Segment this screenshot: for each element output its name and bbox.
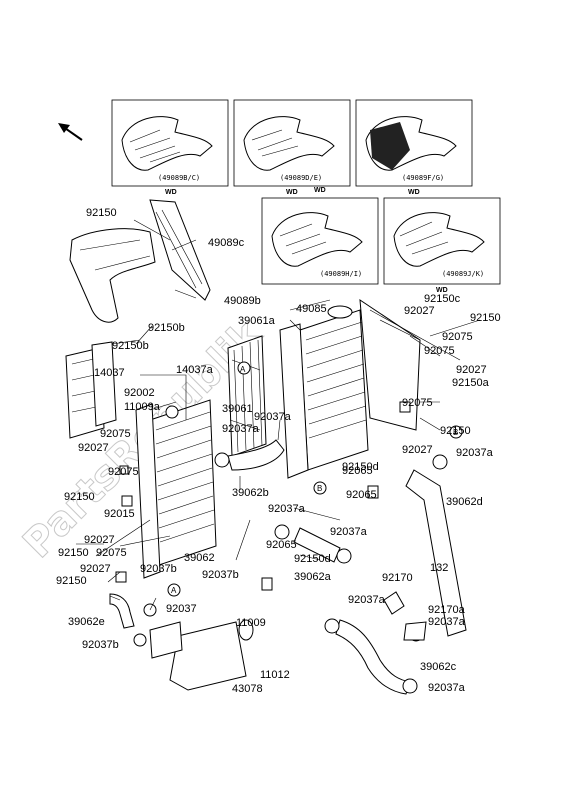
part-label: 92037b — [82, 639, 119, 651]
part-label: 92150 — [56, 575, 87, 587]
part-label: 92150 — [440, 425, 471, 437]
part-label: 11012 — [260, 669, 290, 681]
radiator-shroud — [69, 199, 211, 323]
part-label: 39062 — [184, 552, 215, 564]
part-label: 92150d — [342, 461, 379, 473]
leader-lines — [76, 219, 481, 611]
part-label: 92075 — [96, 547, 127, 559]
part-label: 11009 — [236, 617, 266, 629]
part-label: 132 — [430, 562, 448, 574]
decal-label-2: (49089D/E) — [280, 174, 322, 182]
part-label: 92037a — [428, 682, 466, 694]
callout-a-1: A — [237, 361, 251, 375]
part-label: 92037a — [456, 447, 494, 459]
part-label: 14037 — [94, 367, 125, 379]
part-label: 92150c — [424, 293, 461, 305]
part-label: 92170a — [428, 604, 466, 616]
part-label: 92037a — [254, 411, 292, 423]
part-label: 92027 — [456, 364, 487, 376]
part-label: 11009a — [124, 401, 161, 413]
decal-wd-5: WD — [436, 287, 448, 294]
part-label: 92037a — [330, 526, 368, 538]
part-label: 92065 — [342, 465, 373, 477]
decal-label-1: (49089B/C) — [158, 174, 200, 182]
part-label: 92027 — [78, 442, 109, 454]
part-label: 92037a — [222, 423, 260, 435]
decal-label-5: (49089J/K) — [442, 270, 484, 278]
part-label: 92150b — [112, 340, 149, 352]
part-label: 49089c — [208, 237, 245, 249]
decal-set-4: (49089H/I) WD — [261, 187, 379, 285]
decal-wd-2: WD — [286, 189, 298, 196]
part-label: 92037a — [428, 616, 466, 628]
part-label: 49089b — [224, 295, 261, 307]
part-label: 14037a — [176, 364, 214, 376]
part-label: 92075 — [442, 331, 473, 343]
part-label: 92027 — [80, 563, 111, 575]
part-label: 92037 — [166, 603, 197, 615]
part-label: 43078 — [232, 683, 263, 695]
callout-a-2: A — [167, 583, 181, 597]
radiator-left — [135, 399, 217, 579]
part-label: 92075 — [424, 345, 455, 357]
decal-wd-3: WD — [408, 189, 420, 196]
part-label: 92002 — [124, 387, 155, 399]
part-label: 92150 — [470, 312, 501, 324]
part-label: 92170 — [382, 572, 413, 584]
part-label: 92150b — [148, 322, 185, 334]
part-label: 92150 — [64, 491, 95, 503]
part-label: 39062c — [420, 661, 457, 673]
svg-text:A: A — [171, 586, 177, 595]
part-label: 92027 — [402, 444, 433, 456]
part-labels: 92150 49089c 49089b 92150b 92150b 49085 39061a… — [56, 207, 501, 695]
part-label: 92075 — [402, 397, 433, 409]
part-label: 39062b — [232, 487, 269, 499]
decal-set-1: (49089B/C) WD — [111, 99, 229, 196]
radiator-shroud-right — [359, 299, 421, 431]
part-label: 92037a — [348, 594, 386, 606]
part-label: 39061 — [222, 403, 253, 415]
decal-label-4: (49089H/I) — [320, 270, 362, 278]
part-label: 39061a — [238, 315, 276, 327]
part-label: 92027 — [404, 305, 435, 317]
part-label: 92027 — [84, 534, 115, 546]
part-label: 92075 — [108, 466, 139, 478]
direction-arrow-icon — [58, 123, 83, 141]
part-label: 92015 — [104, 508, 135, 520]
callout-b-1: B — [313, 481, 327, 495]
part-label: 92150a — [452, 377, 490, 389]
decal-set-3: (49089F/G) WD — [355, 99, 473, 196]
part-label: 92150 — [86, 207, 117, 219]
hoses — [109, 439, 467, 695]
svg-text:A: A — [240, 365, 246, 374]
part-label: 92065 — [266, 539, 297, 551]
part-label: 39062e — [68, 616, 105, 628]
reservoir-tank — [149, 619, 254, 691]
radiator-grill — [227, 335, 267, 457]
decal-set-5: (49089J/K) WD — [383, 197, 501, 294]
part-label: 39062a — [294, 571, 332, 583]
decal-wd-4: WD — [314, 187, 326, 194]
radiator-guard-left — [65, 341, 117, 439]
part-label: 92150d — [294, 553, 331, 565]
clamps — [115, 401, 448, 694]
decal-label-3: (49089F/G) — [402, 174, 444, 182]
part-label: 39062d — [446, 496, 483, 508]
part-label: 92075 — [100, 428, 131, 440]
part-label: 92037b — [140, 563, 177, 575]
part-label: 49085 — [296, 303, 327, 315]
svg-text:B: B — [317, 484, 322, 493]
decal-wd-1: WD — [165, 189, 177, 196]
radiator-right — [279, 305, 369, 479]
part-label: 92037b — [202, 569, 239, 581]
part-label: 92037a — [268, 503, 306, 515]
decal-set-2: (49089D/E) WD — [233, 99, 351, 196]
svg-text:B: B — [453, 428, 458, 437]
part-label: 92065 — [346, 489, 377, 501]
part-label: 92150 — [58, 547, 89, 559]
callout-b-2: B — [449, 425, 463, 439]
